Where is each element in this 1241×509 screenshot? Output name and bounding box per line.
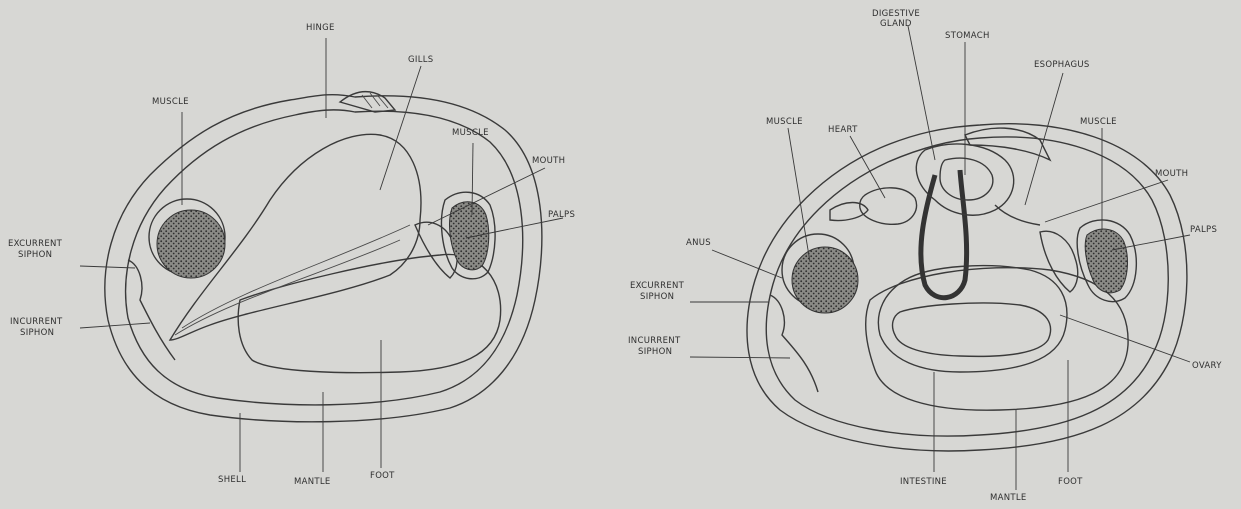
right-label-anus: ANUS [686,238,711,248]
right-foot [866,268,1128,411]
right-label-mouth: MOUTH [1155,169,1188,179]
right-label-muscle-posterior: MUSCLE [766,117,803,127]
right-label-incurrent-siphon: SIPHON [638,347,672,357]
left-label-muscle-posterior: MUSCLE [152,97,189,107]
right-posterior-muscle [792,247,858,313]
right-label-mantle: MANTLE [990,493,1027,503]
right-label-foot: FOOT [1058,477,1083,487]
left-clam-figure: HINGE GILLS MUSCLE MUSCLE MOUTH PALPS EX… [8,23,575,487]
right-label-excurrent-siphon: SIPHON [640,292,674,302]
left-label-foot: FOOT [370,471,395,481]
right-heart [860,188,917,224]
right-palps [1040,231,1078,292]
left-label-excurrent-siphon: SIPHON [18,250,52,260]
right-label-incurrent: INCURRENT [628,336,681,346]
left-foot [238,254,500,372]
left-label-incurrent: INCURRENT [10,317,63,327]
right-label-stomach: STOMACH [945,31,990,41]
right-label-digestive: DIGESTIVE [872,9,920,19]
left-posterior-muscle [157,210,225,278]
right-stomach [940,158,993,200]
left-label-hinge: HINGE [306,23,335,33]
left-label-mantle: MANTLE [294,477,331,487]
right-clam-figure: DIGESTIVE GLAND STOMACH ESOPHAGUS MUSCLE… [628,9,1222,503]
right-label-muscle-anterior: MUSCLE [1080,117,1117,127]
right-label-heart: HEART [828,125,858,135]
right-label-palps: PALPS [1190,225,1217,235]
left-label-palps: PALPS [548,210,575,220]
left-label-muscle-anterior: MUSCLE [452,128,489,138]
left-label-mouth: MOUTH [532,156,565,166]
right-label-digestive-gland: GLAND [880,19,912,29]
right-label-esophagus: ESOPHAGUS [1034,60,1090,70]
right-label-ovary: OVARY [1192,361,1222,371]
right-anterior-muscle [1085,229,1127,293]
left-label-shell: SHELL [218,475,246,485]
left-label-incurrent-siphon: SIPHON [20,328,54,338]
right-ovary-inner [893,303,1051,356]
right-label-excurrent: EXCURRENT [630,281,685,291]
left-label-gills: GILLS [408,55,433,65]
left-label-excurrent: EXCURRENT [8,239,63,249]
right-label-intestine: INTESTINE [900,477,947,487]
